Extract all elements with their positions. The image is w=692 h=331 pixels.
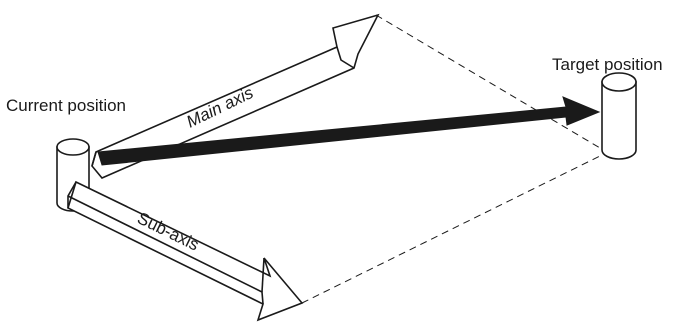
target-vector-arrow	[97, 96, 601, 166]
dashed-guide-main-to-target	[375, 14, 601, 149]
dashed-guide-sub-to-target	[301, 154, 603, 304]
current-position-label: Current position	[6, 96, 126, 115]
target-position-cylinder	[601, 72, 637, 160]
main-axis-arrow	[91, 13, 380, 179]
sub-axis-arrow	[67, 180, 304, 322]
target-position-label: Target position	[552, 55, 663, 74]
